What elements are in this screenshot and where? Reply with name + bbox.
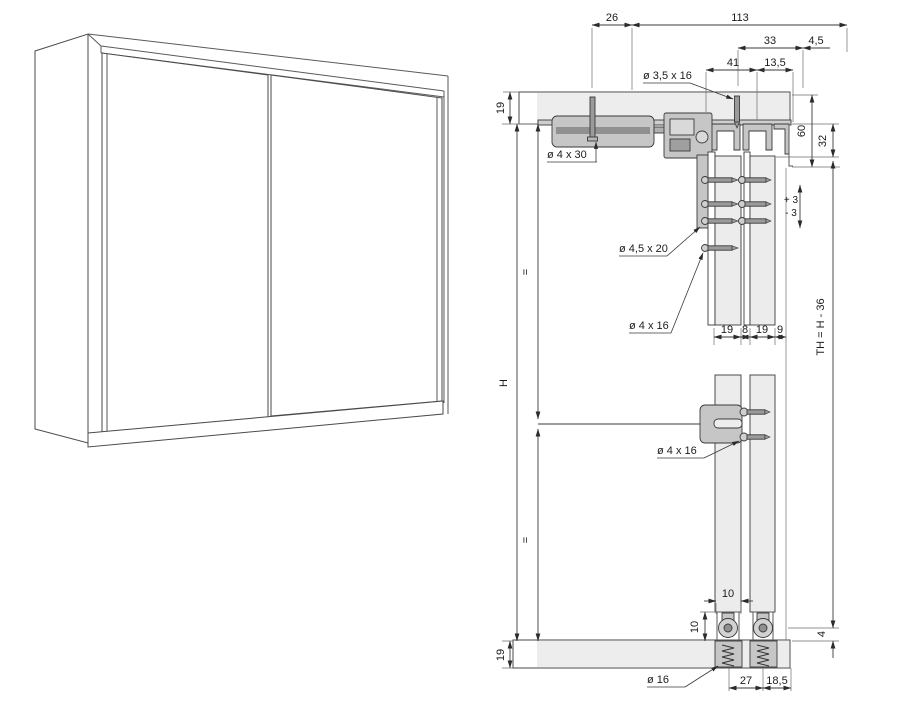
dim-33: 33 <box>764 35 776 47</box>
roller-spring-back <box>756 644 770 667</box>
top-rail <box>87 33 445 98</box>
damper-unit <box>551 115 667 148</box>
roller-hub-front <box>723 623 733 633</box>
dim-113: 113 <box>731 12 749 24</box>
dim-minus3: - 3 <box>785 208 797 219</box>
bottom-panel-face <box>537 641 789 667</box>
fastening-screws <box>587 95 772 252</box>
label-screw-4x30: ø 4 x 30 <box>547 149 587 161</box>
dim-9-rear-gap: 9 <box>777 324 783 336</box>
dim-19-top: 19 <box>495 102 507 114</box>
cross-section-view: 26 113 33 4,5 41 13,5 19 H = = 19 60 32 … <box>495 12 848 691</box>
track-channel-front <box>710 123 741 151</box>
dim-10-horizontal: 10 <box>722 588 734 600</box>
dim-19-door-back: 19 <box>756 324 768 336</box>
base-rail <box>87 400 444 448</box>
wardrobe-isometric-view <box>34 33 449 448</box>
door-front-upper <box>714 155 742 326</box>
screw-4x30-vertical <box>587 96 598 142</box>
hanger-screws-back-door <box>738 176 772 225</box>
dim-10-vertical: 10 <box>689 621 701 633</box>
sliding-door-right <box>270 74 443 417</box>
sliding-door-front-section <box>714 155 742 613</box>
top-track-assembly <box>537 112 793 640</box>
dim-4-5: 4,5 <box>808 35 823 47</box>
dimension-lines <box>507 22 848 691</box>
bottom-roller-front <box>714 611 743 668</box>
dim-19-door-front: 19 <box>721 324 733 336</box>
dim-26: 26 <box>606 12 618 24</box>
door-back-bottom-channel <box>752 611 774 640</box>
mid-bracket <box>699 404 771 444</box>
label-screw-3-5x16: ø 3,5 x 16 <box>643 70 692 82</box>
dim-door-height: TH = H - 36 <box>815 298 827 355</box>
damper-slide-band <box>556 127 650 134</box>
hanger-screws-front-door <box>701 176 739 252</box>
dim-equal-upper: = <box>520 269 532 275</box>
roller-hub-back <box>758 623 768 633</box>
bottom-panel <box>512 639 791 669</box>
carriage-adjust-screw <box>695 130 709 144</box>
carriage-slot <box>669 118 695 136</box>
door-front-bottom-channel <box>716 611 740 640</box>
dim-18-5: 18,5 <box>766 675 787 687</box>
dim-plus3: + 3 <box>784 195 799 206</box>
mid-bracket-screws <box>739 407 771 442</box>
dim-8-gap: 8 <box>742 324 748 336</box>
sliding-door-back-section <box>749 155 776 613</box>
dim-13-5: 13,5 <box>764 57 785 69</box>
carriage-unit <box>663 112 713 229</box>
label-screw-4-5x20: ø 4,5 x 20 <box>619 243 668 255</box>
label-wheel-dia-16: ø 16 <box>647 674 669 686</box>
roller-housing-back <box>749 640 778 668</box>
side-panel <box>34 33 89 444</box>
wall-angle-profile <box>788 124 793 167</box>
dim-41: 41 <box>727 57 739 69</box>
top-back-edge <box>87 33 449 77</box>
dim-equal-lower: = <box>520 537 532 543</box>
label-screw-4x16-top: ø 4 x 16 <box>629 320 669 332</box>
dim-32: 32 <box>817 135 829 147</box>
door-back-upper <box>749 155 776 326</box>
bottom-roller-back <box>749 611 778 668</box>
roller-spring-front <box>721 644 735 667</box>
mid-bracket-slot <box>713 418 743 429</box>
dim-4: 4 <box>816 631 828 637</box>
part-labels: ø 3,5 x 16 ø 4 x 30 ø 4,5 x 20 ø 4 x 16 … <box>547 70 740 688</box>
dim-19-bottom: 19 <box>495 649 507 661</box>
dim-27: 27 <box>740 675 752 687</box>
dimension-texts: 26 113 33 4,5 41 13,5 19 H = = 19 60 32 … <box>495 12 829 687</box>
sliding-door-left <box>101 52 269 433</box>
dim-H: H <box>498 379 510 387</box>
dim-60: 60 <box>796 125 808 137</box>
label-screw-4x16-mid: ø 4 x 16 <box>657 445 697 457</box>
screw-3-5x16-vertical <box>733 95 741 129</box>
track-side-profile <box>773 123 790 155</box>
carriage-clamp <box>669 138 691 152</box>
track-channel-back <box>742 123 773 151</box>
roller-housing-front <box>714 640 743 668</box>
